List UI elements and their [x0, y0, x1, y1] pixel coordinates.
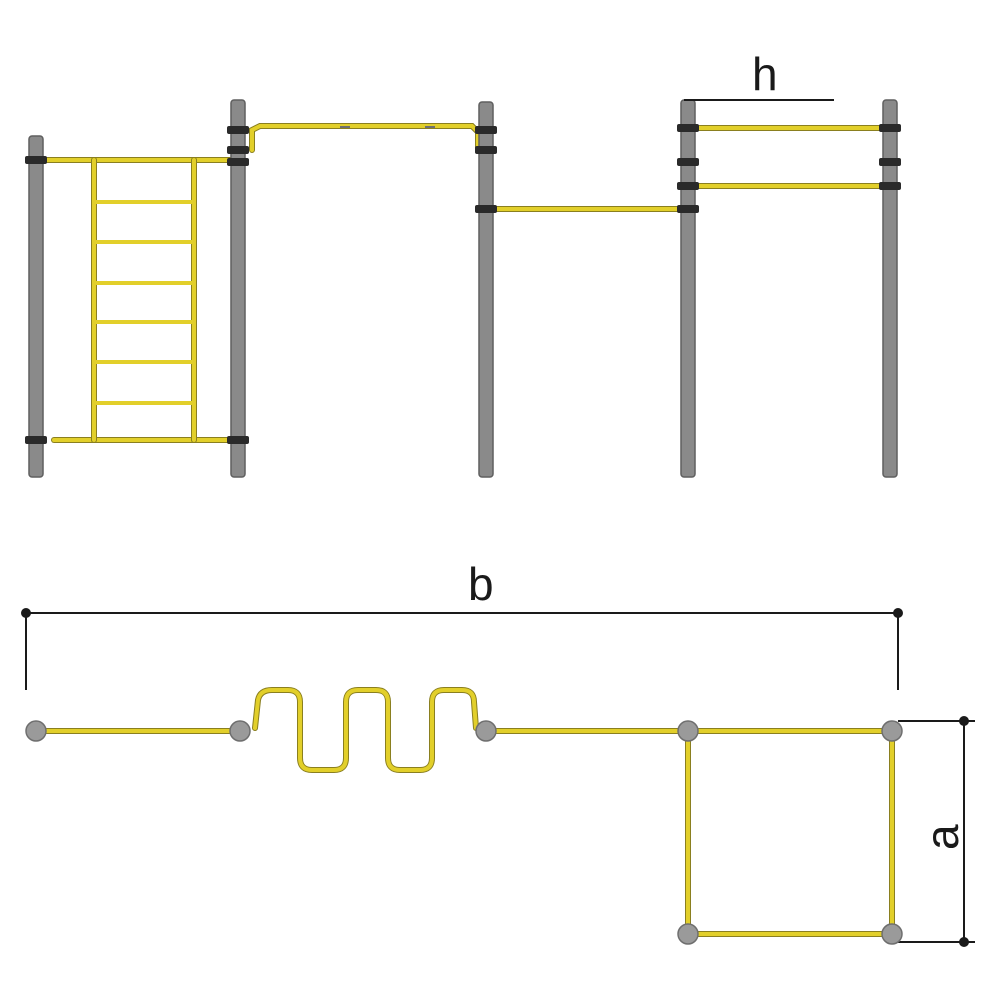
monkey-bars-side — [249, 123, 481, 153]
post-3 — [475, 720, 497, 742]
horizontal-bars-double — [685, 125, 893, 189]
post-6 — [677, 923, 699, 945]
ladder-rungs — [92, 200, 196, 405]
poles — [28, 99, 898, 478]
pole-5 — [882, 99, 898, 478]
post-1 — [25, 720, 47, 742]
post-5 — [881, 720, 903, 742]
post-4 — [677, 720, 699, 742]
post-2 — [229, 720, 251, 742]
wall-bars-ladder — [33, 157, 241, 443]
plan-posts — [25, 720, 903, 945]
front-view: h — [25, 48, 901, 478]
pole-3 — [478, 101, 494, 478]
monkey-bars-plan — [252, 687, 479, 773]
post-7 — [881, 923, 903, 945]
pole-1 — [28, 135, 44, 478]
height-label: h — [752, 48, 778, 100]
clamps — [25, 124, 901, 444]
depth-label: a — [916, 824, 968, 850]
length-label: b — [468, 558, 494, 610]
depth-dimension: a — [898, 716, 975, 947]
plan-view: b a — [21, 558, 975, 947]
pole-4 — [680, 99, 696, 478]
plan-bars — [33, 687, 895, 937]
height-dimension: h — [684, 48, 834, 101]
pole-2 — [230, 99, 246, 478]
length-dimension: b — [21, 558, 903, 690]
